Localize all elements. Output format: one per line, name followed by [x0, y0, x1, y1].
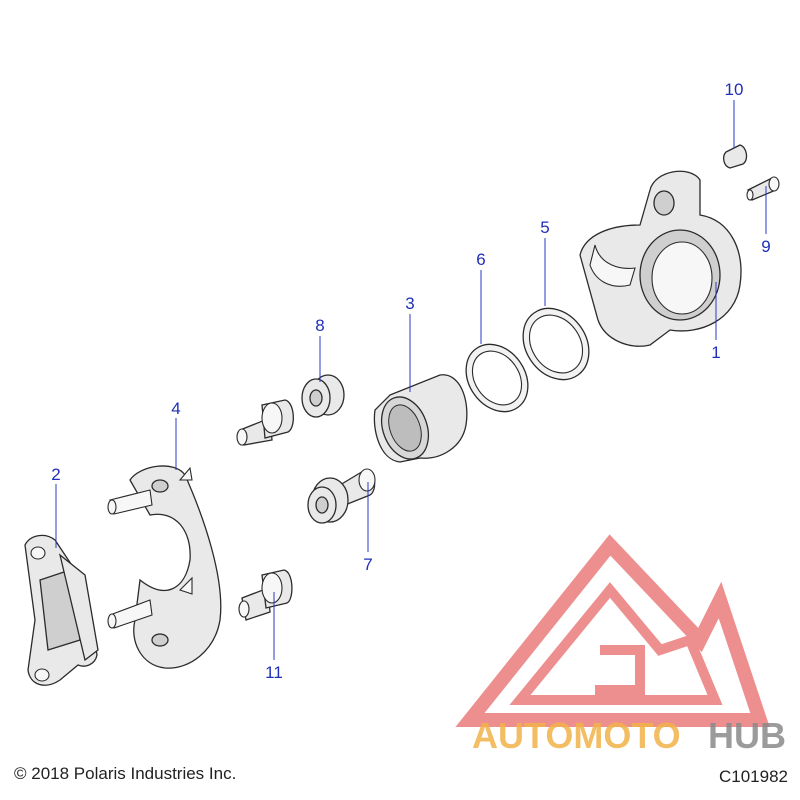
seal-ring-small-part: [465, 343, 529, 413]
pin-bolt-upper-part: [236, 399, 294, 446]
callout-11: 11: [265, 663, 283, 682]
callout-4: 4: [171, 399, 180, 418]
piston-part: [373, 374, 468, 463]
watermark-brand: AUTOMOTO HUB: [472, 715, 786, 756]
caliper-body-part: [579, 170, 742, 347]
bleeder-screw-part: [746, 176, 780, 201]
callout-labels: 10 9 5 6 3 8 1 4 2 7 11: [51, 80, 770, 682]
mounting-bracket-part: [107, 465, 222, 669]
callout-7: 7: [363, 555, 372, 574]
callout-1: 1: [711, 343, 720, 362]
bleeder-cap-part: [723, 144, 748, 169]
watermark-brand-part2: HUB: [708, 715, 786, 756]
copyright-notice: © 2018 Polaris Industries Inc.: [14, 764, 237, 783]
callout-9: 9: [761, 237, 770, 256]
callout-8: 8: [315, 316, 324, 335]
bushing-part: [301, 374, 345, 418]
callout-2: 2: [51, 465, 60, 484]
callout-5: 5: [540, 218, 549, 237]
slide-pin-part: [307, 468, 376, 524]
watermark-brand-part1: AUTOMOTO: [472, 715, 681, 756]
callout-3: 3: [405, 294, 414, 313]
leader-lines: [55, 100, 767, 660]
watermark-logo: [455, 534, 770, 727]
drawing-code: C101982: [718, 767, 788, 786]
callout-10: 10: [725, 80, 744, 99]
bolt-lower-part: [238, 569, 293, 621]
seal-ring-large-part: [522, 307, 590, 381]
callout-6: 6: [476, 250, 485, 269]
brake-pad-part: [24, 534, 99, 686]
